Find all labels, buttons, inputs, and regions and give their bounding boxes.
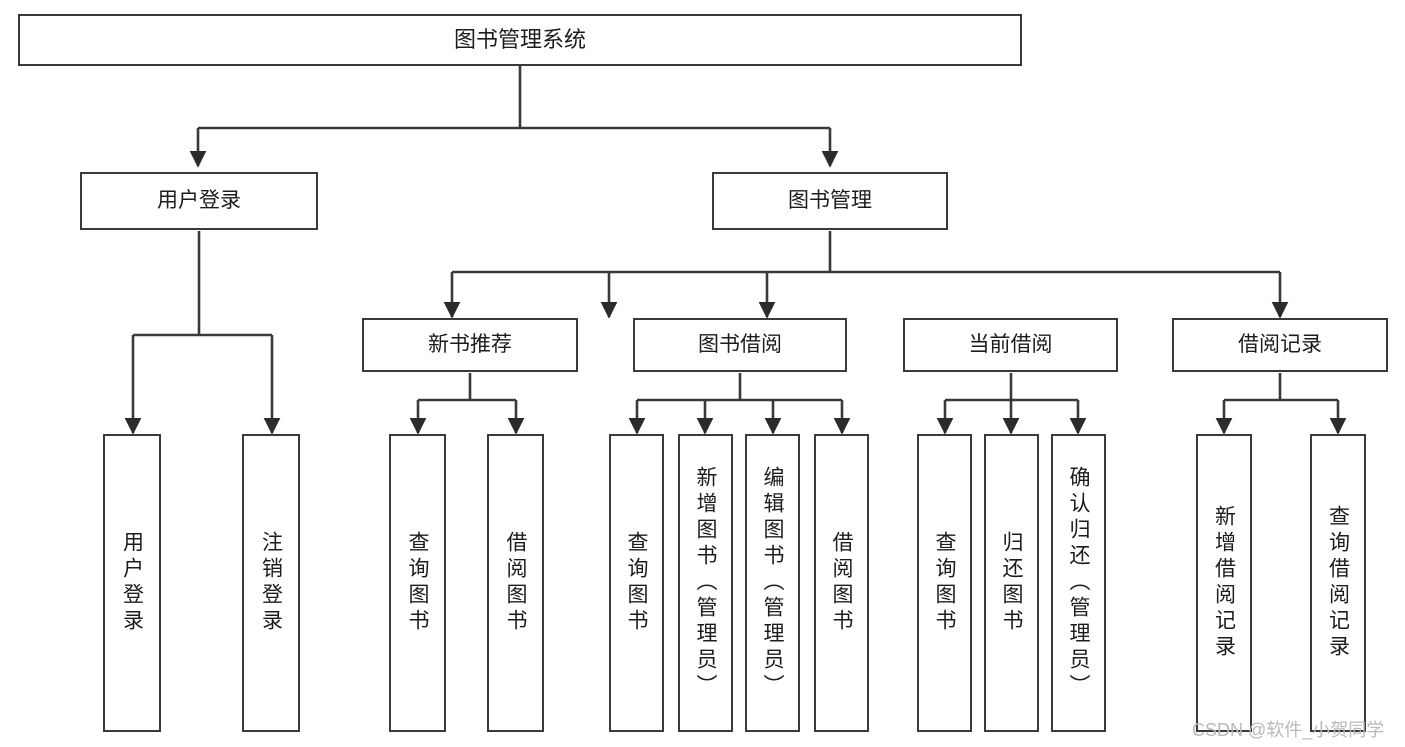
leaf-user-login-login[interactable]: 用户登录	[103, 434, 161, 732]
node-user-login[interactable]: 用户登录	[80, 172, 318, 230]
node-label: 查询图书	[625, 531, 648, 635]
node-label: 用户登录	[157, 188, 241, 212]
node-label: 借阅图书	[830, 531, 853, 635]
node-label: 注销登录	[259, 531, 283, 635]
node-label: 新增借阅记录	[1212, 505, 1236, 661]
leaf-book-borrow-query[interactable]: 查询图书	[609, 434, 664, 732]
node-label: 编辑图书（管理员）	[761, 466, 784, 700]
node-book-management[interactable]: 图书管理	[712, 172, 948, 230]
leaf-new-book-query[interactable]: 查询图书	[389, 434, 446, 732]
leaf-book-borrow-borrow[interactable]: 借阅图书	[814, 434, 869, 732]
node-label: 确认归还（管理员）	[1067, 466, 1090, 700]
node-label: 新书推荐	[428, 332, 512, 356]
node-label: 图书借阅	[698, 332, 782, 356]
node-label: 查询图书	[406, 531, 429, 635]
leaf-borrow-record-query[interactable]: 查询借阅记录	[1310, 434, 1366, 732]
node-label: 查询借阅记录	[1326, 505, 1350, 661]
leaf-new-book-borrow[interactable]: 借阅图书	[487, 434, 544, 732]
leaf-current-borrow-return[interactable]: 归还图书	[984, 434, 1039, 732]
node-label: 当前借阅	[968, 332, 1053, 356]
node-label: 图书管理	[788, 188, 872, 212]
node-label: 归还图书	[1000, 531, 1023, 635]
node-label: 借阅图书	[504, 531, 527, 635]
node-label: 查询图书	[933, 531, 956, 635]
node-new-book-recommendation[interactable]: 新书推荐	[362, 318, 578, 372]
leaf-borrow-record-add[interactable]: 新增借阅记录	[1196, 434, 1252, 732]
leaf-book-borrow-edit-admin[interactable]: 编辑图书（管理员）	[745, 434, 800, 732]
node-label: 用户登录	[120, 531, 144, 635]
node-root-book-management-system[interactable]: 图书管理系统	[18, 14, 1022, 66]
node-label: 借阅记录	[1238, 332, 1322, 356]
node-current-borrowing[interactable]: 当前借阅	[903, 318, 1118, 372]
leaf-current-borrow-confirm-admin[interactable]: 确认归还（管理员）	[1051, 434, 1106, 732]
node-borrowing-record[interactable]: 借阅记录	[1172, 318, 1388, 372]
node-label: 图书管理系统	[453, 27, 586, 53]
node-book-borrowing[interactable]: 图书借阅	[633, 318, 847, 372]
node-label: 新增图书（管理员）	[694, 466, 717, 700]
leaf-user-login-logout[interactable]: 注销登录	[242, 434, 300, 732]
leaf-book-borrow-add-admin[interactable]: 新增图书（管理员）	[678, 434, 733, 732]
leaf-current-borrow-query[interactable]: 查询图书	[917, 434, 972, 732]
